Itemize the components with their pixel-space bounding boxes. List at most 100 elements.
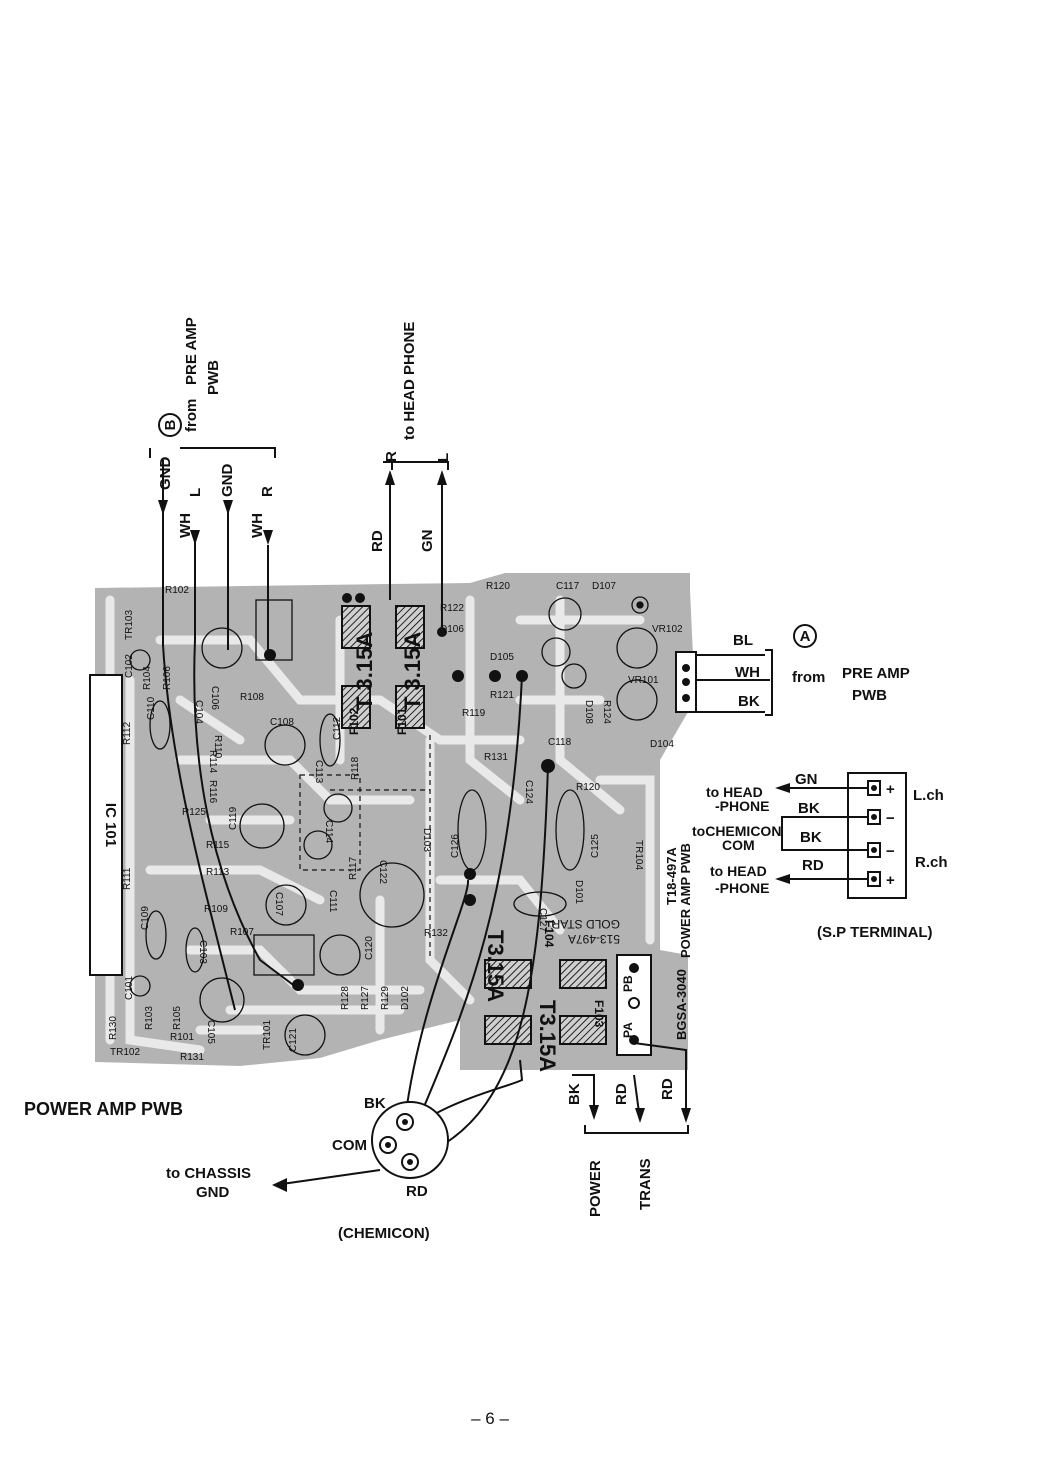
- capacitor-c121: [284, 1014, 326, 1056]
- label-r116: R116: [207, 780, 218, 804]
- power-wire-bk: BK: [566, 1083, 583, 1105]
- label-r117: R117: [348, 856, 359, 880]
- connector-b-pin-l: L: [187, 488, 204, 497]
- connector-a-pwb: PWB: [852, 687, 887, 704]
- sp-channel-right: R.ch: [915, 854, 948, 871]
- capacitor-c102: [129, 649, 151, 671]
- chassis-gnd-line-2: GND: [196, 1184, 230, 1201]
- label-c105: C105: [205, 1020, 216, 1044]
- silkscreen-board-name: POWER AMP PWB: [678, 843, 693, 958]
- capacitor-c115b: [323, 793, 353, 823]
- pcb-board: IC 101: [89, 573, 697, 1072]
- power-wire-rd-1: RD: [613, 1083, 630, 1105]
- label-c122: C122: [377, 860, 388, 884]
- fuse-f103-clip-right: [559, 1015, 607, 1045]
- capacitor-c116: [561, 663, 587, 689]
- chemicon-caption: (CHEMICON): [338, 1225, 430, 1242]
- label-r106: R106: [162, 666, 173, 690]
- connector-a: A BL WH BK from PRE AMP PWB: [733, 624, 910, 710]
- capacitor-c117: [548, 597, 582, 631]
- label-r103: R103: [144, 1006, 155, 1030]
- label-c111: C111: [327, 890, 338, 913]
- label-d101: D101: [573, 880, 584, 904]
- label-r112: R112: [122, 721, 133, 745]
- label-r110: R110: [212, 735, 223, 759]
- connector-b-pin-gnd-2: GND: [219, 464, 236, 498]
- label-c126: C126: [450, 834, 461, 858]
- chemicon-label-bk: BK: [364, 1095, 386, 1112]
- sp-channel-left: L.ch: [913, 787, 944, 804]
- label-r115: R115: [206, 840, 230, 851]
- fuse-f102-rating: T 3.15A: [352, 632, 377, 710]
- label-c109: C109: [140, 906, 151, 930]
- label-r132: R132: [424, 928, 448, 939]
- fuse-f103-rating: T3.15A: [535, 1000, 560, 1072]
- mounting-hole: [631, 596, 649, 614]
- label-d107: D107: [592, 581, 616, 592]
- label-r129: R129: [380, 986, 391, 1010]
- label-r127: R127: [360, 986, 371, 1010]
- headphone-output: to HEAD PHONE R L RD GN: [369, 322, 452, 552]
- label-r114: R114: [207, 750, 218, 774]
- power-caption-1: POWER: [587, 1160, 604, 1217]
- power-trans: BK RD RD POWER TRANS: [566, 1078, 676, 1217]
- label-c124: C124: [523, 780, 534, 804]
- silkscreen-mirror-2: GOLD STAR: [551, 917, 620, 931]
- label-c101: C101: [124, 976, 135, 1000]
- headphone-wire-rd: RD: [369, 530, 386, 552]
- connector-b-marker: B: [162, 419, 179, 430]
- label-c120: C120: [364, 936, 375, 960]
- capacitor-c122: [359, 862, 425, 928]
- label-r107: R107: [230, 927, 254, 938]
- sp-dest-1a: to HEAD: [706, 784, 763, 800]
- connector-b-wire-wh-2: WH: [249, 513, 266, 538]
- capacitor-c113: [264, 724, 306, 766]
- capacitor-c120: [319, 934, 361, 976]
- silkscreen-board-id: BGSA-3040: [674, 969, 689, 1040]
- connector-a-from: from: [792, 669, 825, 686]
- sp-dest-1b: -PHONE: [715, 798, 769, 814]
- label-r131b: R131: [180, 1052, 204, 1063]
- label-r128: R128: [340, 986, 351, 1010]
- power-caption-2: TRANS: [637, 1158, 654, 1210]
- connector-b: B from PRE AMP PWB GND L GND R WH WH: [157, 317, 276, 538]
- label-c108: C108: [270, 717, 294, 728]
- label-d105: D105: [490, 652, 514, 663]
- headphone-caption: to HEAD PHONE: [401, 322, 418, 440]
- label-r124: R124: [601, 700, 612, 724]
- connector-a-marker-circle: [793, 624, 817, 648]
- capacitor-c114: [303, 830, 333, 860]
- capacitor-c110: [149, 700, 171, 750]
- sp-dest-4a: to HEAD: [710, 863, 767, 879]
- fuse-f101-name: F101: [395, 707, 409, 735]
- connector-a-marker: A: [800, 628, 811, 645]
- headphone-pin-r: R: [383, 451, 400, 462]
- sp-dest-2a: toCHEMICON: [692, 823, 781, 839]
- label-r119: R119: [462, 708, 486, 719]
- label-r113: R113: [206, 867, 230, 878]
- sp-terminal-box: [847, 772, 907, 899]
- label-c119: C119: [228, 806, 239, 830]
- label-d106: D106: [440, 624, 464, 635]
- ic-101-body: [89, 674, 123, 976]
- fuse-f104-clip-left: [484, 959, 532, 989]
- label-c103: C103: [197, 940, 208, 964]
- pad-pb-label: PB: [621, 975, 635, 992]
- fuse-f102-clip-bottom: [341, 685, 371, 729]
- chemicon-label-rd: RD: [406, 1183, 428, 1200]
- label-r101: R101: [170, 1032, 194, 1043]
- capacitor-c112: [319, 713, 341, 767]
- label-c114: C114: [323, 820, 334, 844]
- sp-terminal: + − − + L.ch R.ch GN BK BK RD to HEAD -P…: [692, 771, 948, 941]
- connector-b-from: from: [183, 399, 200, 432]
- label-r122: R122: [440, 603, 464, 614]
- headphone-wire-gn: GN: [419, 530, 436, 553]
- connector-b-pin-gnd-1: GND: [157, 457, 174, 491]
- pad-pa-label: PA: [621, 1022, 635, 1038]
- label-r130: R130: [108, 1016, 119, 1040]
- label-tr101: TR101: [262, 1020, 273, 1050]
- label-r109: R109: [204, 904, 228, 915]
- connector-b-dest: PRE AMP: [183, 317, 200, 385]
- label-c104: C104: [193, 700, 204, 724]
